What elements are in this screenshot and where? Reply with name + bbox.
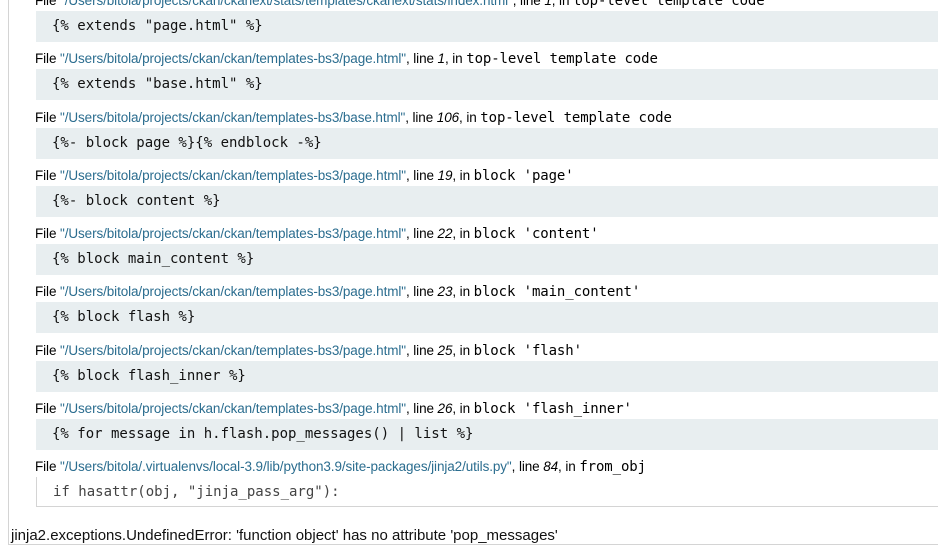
code-line: if hasattr(obj, "jinja_pass_arg"): bbox=[36, 477, 938, 508]
file-label: File bbox=[35, 284, 61, 300]
line-label: , line bbox=[405, 226, 438, 242]
traceback-frame: File "/Users/bitola/.virtualenvs/local-3… bbox=[9, 454, 938, 512]
frame-header: File "/Users/bitola/projects/ckan/ckan/t… bbox=[35, 284, 640, 300]
line-number: 23 bbox=[437, 284, 453, 300]
file-label: File bbox=[35, 401, 61, 417]
function-name: block 'content' bbox=[473, 226, 599, 243]
function-name: block 'flash_inner' bbox=[473, 401, 632, 418]
function-name: block 'page' bbox=[473, 167, 574, 184]
function-name: block 'flash' bbox=[473, 342, 582, 359]
file-path-link[interactable]: "/Users/bitola/projects/ckan/ckan/templa… bbox=[60, 51, 406, 67]
in-label: , in bbox=[551, 0, 574, 8]
in-label: , in bbox=[452, 342, 474, 358]
line-label: , line bbox=[511, 459, 544, 475]
file-label: File bbox=[35, 0, 61, 8]
line-number: 1 bbox=[437, 51, 446, 67]
line-number: 84 bbox=[543, 459, 559, 475]
function-name: top-level template code bbox=[573, 0, 765, 9]
in-label: , in bbox=[452, 401, 474, 417]
file-label: File bbox=[35, 342, 61, 358]
frame-header: File "/Users/bitola/projects/ckan/ckan/t… bbox=[35, 226, 599, 242]
code-line: {% for message in h.flash.pop_messages()… bbox=[36, 419, 938, 451]
file-path-link[interactable]: "/Users/bitola/projects/ckan/ckanext/sta… bbox=[60, 0, 513, 8]
frame-header: File "/Users/bitola/projects/ckan/ckan/t… bbox=[35, 51, 658, 67]
code-line: {% block flash %} bbox=[36, 302, 938, 334]
line-number: 19 bbox=[437, 167, 453, 183]
in-label: , in bbox=[558, 459, 580, 475]
traceback-frame: File "/Users/bitola/projects/ckan/ckan/t… bbox=[9, 396, 938, 454]
function-name: top-level template code bbox=[480, 109, 672, 126]
file-path-link[interactable]: "/Users/bitola/projects/ckan/ckan/templa… bbox=[60, 401, 406, 417]
frame-header: File "/Users/bitola/projects/ckan/ckan/t… bbox=[35, 401, 632, 417]
file-path-link[interactable]: "/Users/bitola/projects/ckan/ckan/templa… bbox=[60, 342, 406, 358]
file-path-link[interactable]: "/Users/bitola/projects/ckan/ckan/templa… bbox=[60, 226, 406, 242]
traceback-frame: File "/Users/bitola/projects/ckan/ckan/t… bbox=[9, 46, 938, 104]
line-number: 26 bbox=[437, 401, 453, 417]
in-label: , in bbox=[452, 284, 474, 300]
function-name: from_obj bbox=[579, 459, 646, 476]
traceback-frame: File "/Users/bitola/projects/ckan/ckan/t… bbox=[9, 338, 938, 396]
in-label: , in bbox=[459, 109, 481, 125]
code-line: {% extends "base.html" %} bbox=[36, 69, 938, 101]
line-label: , line bbox=[405, 167, 438, 183]
line-number: 1 bbox=[544, 0, 552, 8]
code-line: {%- block content %} bbox=[36, 185, 938, 217]
exception-message: jinja2.exceptions.UndefinedError: 'funct… bbox=[11, 527, 558, 544]
line-label: , line bbox=[512, 0, 545, 8]
file-label: File bbox=[35, 167, 61, 183]
file-path-link[interactable]: "/Users/bitola/.virtualenvs/local-3.9/li… bbox=[60, 459, 512, 475]
code-line: {%- block page %}{% endblock -%} bbox=[36, 127, 938, 159]
line-label: , line bbox=[405, 109, 437, 125]
traceback-frames: File "/Users/bitola/projects/ckan/ckanex… bbox=[9, 0, 938, 513]
line-label: , line bbox=[405, 51, 438, 67]
file-path-link[interactable]: "/Users/bitola/projects/ckan/ckan/templa… bbox=[60, 109, 406, 125]
function-name: block 'main_content' bbox=[473, 284, 641, 301]
frame-header: File "/Users/bitola/projects/ckan/ckan/t… bbox=[35, 168, 574, 184]
frame-header: File "/Users/bitola/projects/ckan/ckanex… bbox=[35, 0, 765, 9]
code-line: {% block main_content %} bbox=[36, 244, 938, 276]
line-label: , line bbox=[405, 342, 438, 358]
traceback-frame: File "/Users/bitola/projects/ckan/ckanex… bbox=[9, 0, 938, 46]
frame-header: File "/Users/bitola/projects/ckan/ckan/t… bbox=[35, 110, 672, 126]
code-line: {% extends "page.html" %} bbox=[36, 11, 938, 42]
frame-header: File "/Users/bitola/.virtualenvs/local-3… bbox=[35, 459, 646, 475]
traceback-frame: File "/Users/bitola/projects/ckan/ckan/t… bbox=[9, 279, 938, 337]
line-label: , line bbox=[405, 284, 438, 300]
file-label: File bbox=[35, 459, 61, 475]
file-path-link[interactable]: "/Users/bitola/projects/ckan/ckan/templa… bbox=[60, 284, 406, 300]
line-number: 106 bbox=[436, 109, 460, 125]
traceback-panel: File "/Users/bitola/projects/ckan/ckanex… bbox=[8, 0, 938, 545]
code-line: {% block flash_inner %} bbox=[36, 360, 938, 392]
file-label: File bbox=[35, 109, 61, 125]
file-path-link[interactable]: "/Users/bitola/projects/ckan/ckan/templa… bbox=[60, 167, 406, 183]
line-label: , line bbox=[405, 401, 438, 417]
traceback-frame: File "/Users/bitola/projects/ckan/ckan/t… bbox=[9, 105, 938, 163]
in-label: , in bbox=[444, 51, 467, 67]
traceback-frame: File "/Users/bitola/projects/ckan/ckan/t… bbox=[9, 163, 938, 221]
function-name: top-level template code bbox=[466, 51, 658, 68]
line-number: 25 bbox=[437, 342, 453, 358]
in-label: , in bbox=[452, 226, 474, 242]
traceback-frame: File "/Users/bitola/projects/ckan/ckan/t… bbox=[9, 221, 938, 279]
file-label: File bbox=[35, 51, 61, 67]
line-number: 22 bbox=[437, 226, 453, 242]
in-label: , in bbox=[452, 167, 474, 183]
frame-header: File "/Users/bitola/projects/ckan/ckan/t… bbox=[35, 343, 582, 359]
file-label: File bbox=[35, 226, 61, 242]
